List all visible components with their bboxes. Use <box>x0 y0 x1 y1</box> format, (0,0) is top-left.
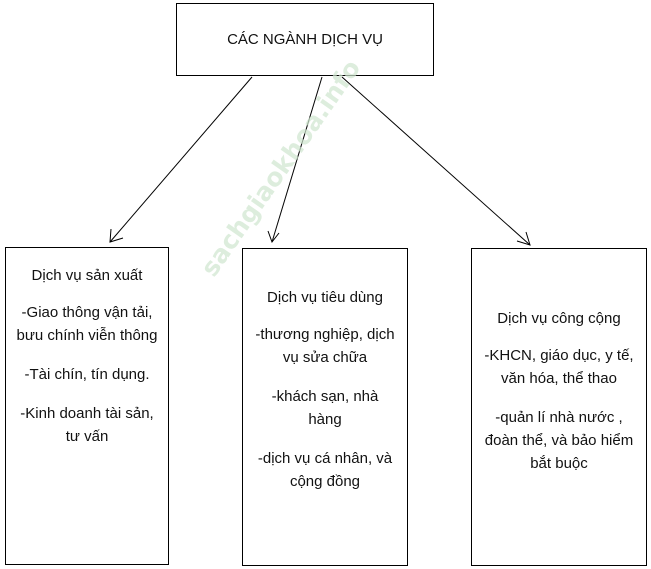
node-item: -khách sạn, nhà hàng <box>271 388 379 428</box>
arrowhead-box-2 <box>267 230 280 244</box>
node-item: -KHCN, giáo dục, y tế, văn hóa, thể thao <box>484 347 634 387</box>
node-dich-vu-cong-cong: Dịch vụ công cộng -KHCN, giáo dục, y tế,… <box>471 248 647 566</box>
node-title: Dịch vụ tiêu dùng <box>267 289 383 306</box>
arrowhead-box-3 <box>516 231 531 246</box>
node-item: -Giao thông vận tải, bưu chính viễn thôn… <box>16 304 158 344</box>
node-dich-vu-tieu-dung: Dịch vụ tiêu dùng -thương nghiệp, dịch v… <box>242 248 408 566</box>
root-node-title: CÁC NGÀNH DỊCH VỤ <box>227 31 383 48</box>
node-item: -thương nghiệp, dịch vụ sửa chữa <box>255 326 395 366</box>
arrow-to-box-3 <box>341 76 531 246</box>
arrow-to-box-1 <box>109 76 253 243</box>
node-item: -dịch vụ cá nhân, và cộng đồng <box>257 450 393 490</box>
root-node-box: CÁC NGÀNH DỊCH VỤ <box>176 3 434 76</box>
node-title: Dịch vụ công cộng <box>497 310 621 327</box>
node-dich-vu-san-xuat: Dịch vụ sản xuất -Giao thông vận tải, bư… <box>5 247 169 565</box>
node-item: -quản lí nhà nước , đoàn thể, và bảo hiể… <box>484 409 634 472</box>
arrow-to-box-2 <box>271 76 323 243</box>
node-title: Dịch vụ sản xuất <box>31 267 143 284</box>
arrowhead-box-1 <box>109 228 124 243</box>
node-item: -Kinh doanh tài sản, tư vấn <box>20 405 154 445</box>
node-item: -Tài chín, tín dụng. <box>24 366 150 383</box>
